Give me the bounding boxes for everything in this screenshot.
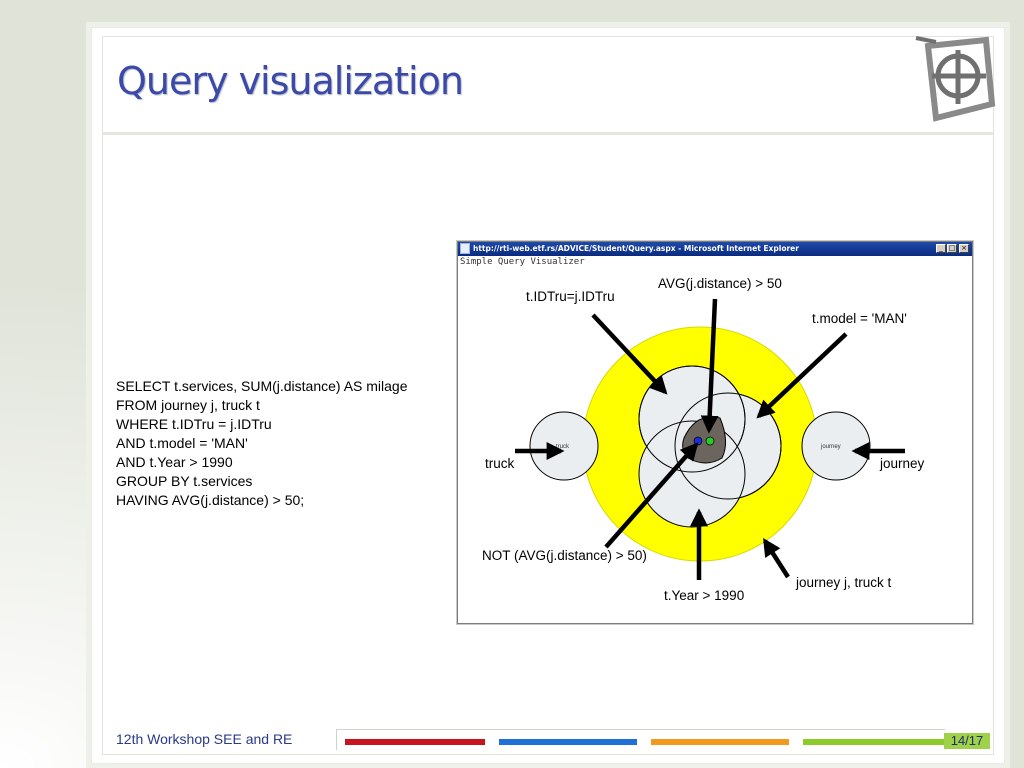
footer-bar-green [803,739,945,745]
query-diagram: truck journey t.IDTru=j.IDTru AVG(j.dist… [482,276,925,603]
footer-text: 12th Workshop SEE and RE [116,731,293,747]
footer-bar-orange [651,739,789,745]
green-dot [705,436,715,446]
year-label: t.Year > 1990 [664,588,744,603]
from-arrow [763,537,790,579]
not-having-label: NOT (AVG(j.distance) > 50) [482,548,647,563]
journey-small-label: journey [820,444,841,450]
from-label: journey j, truck t [795,575,892,590]
browser-window: truck journey t.IDTru=j.IDTru AVG(j.dist… [457,241,973,624]
slide-title: Query visualization [117,59,464,103]
sql-line: SELECT t.services, SUM(j.distance) AS mi… [116,378,408,394]
slide-frame: Query visualization [102,36,994,755]
footer-bar-red [345,739,485,745]
sql-line: HAVING AVG(j.distance) > 50; [116,492,305,508]
journey-table-circle [801,411,871,481]
browser-titlebar[interactable]: http://rti-web.etf.rs/ADVICE/Student/Que… [458,242,972,256]
sql-query: SELECT t.services, SUM(j.distance) AS mi… [116,377,456,510]
page-number: 14/17 [944,733,990,749]
sql-line: WHERE t.IDTru = j.IDTru [116,416,272,432]
sql-line: AND t.model = 'MAN' [116,435,248,451]
sql-line: FROM journey j, truck t [116,397,260,413]
app-title: Simple Query Visualizer [460,257,585,267]
internet-explorer-icon [460,243,470,254]
footer-bar-blue [499,739,637,745]
journey-label: journey [879,456,925,471]
not-having-arrow [604,442,699,549]
having-arrow [700,298,719,434]
model-arrow [756,332,848,419]
model-condition-outline [674,392,782,500]
join-label: t.IDTru=j.IDTru [526,289,615,304]
minimize-button[interactable]: _ [936,244,946,253]
blue-dot [693,436,703,446]
maximize-button[interactable]: □ [947,244,957,253]
model-label: t.model = 'MAN' [812,311,907,326]
sql-line: AND t.Year > 1990 [116,454,233,470]
truck-label: truck [485,456,515,471]
having-label: AVG(j.distance) > 50 [658,276,782,291]
browser-title: http://rti-web.etf.rs/ADVICE/Student/Que… [473,244,799,253]
join-condition-outline [638,365,746,473]
sql-line: GROUP BY t.services [116,473,253,489]
join-arrow [591,313,668,395]
faculty-logo [915,36,996,122]
close-button[interactable]: × [959,244,969,253]
footer-color-bar [336,729,945,750]
title-band: Query visualization [103,37,993,135]
